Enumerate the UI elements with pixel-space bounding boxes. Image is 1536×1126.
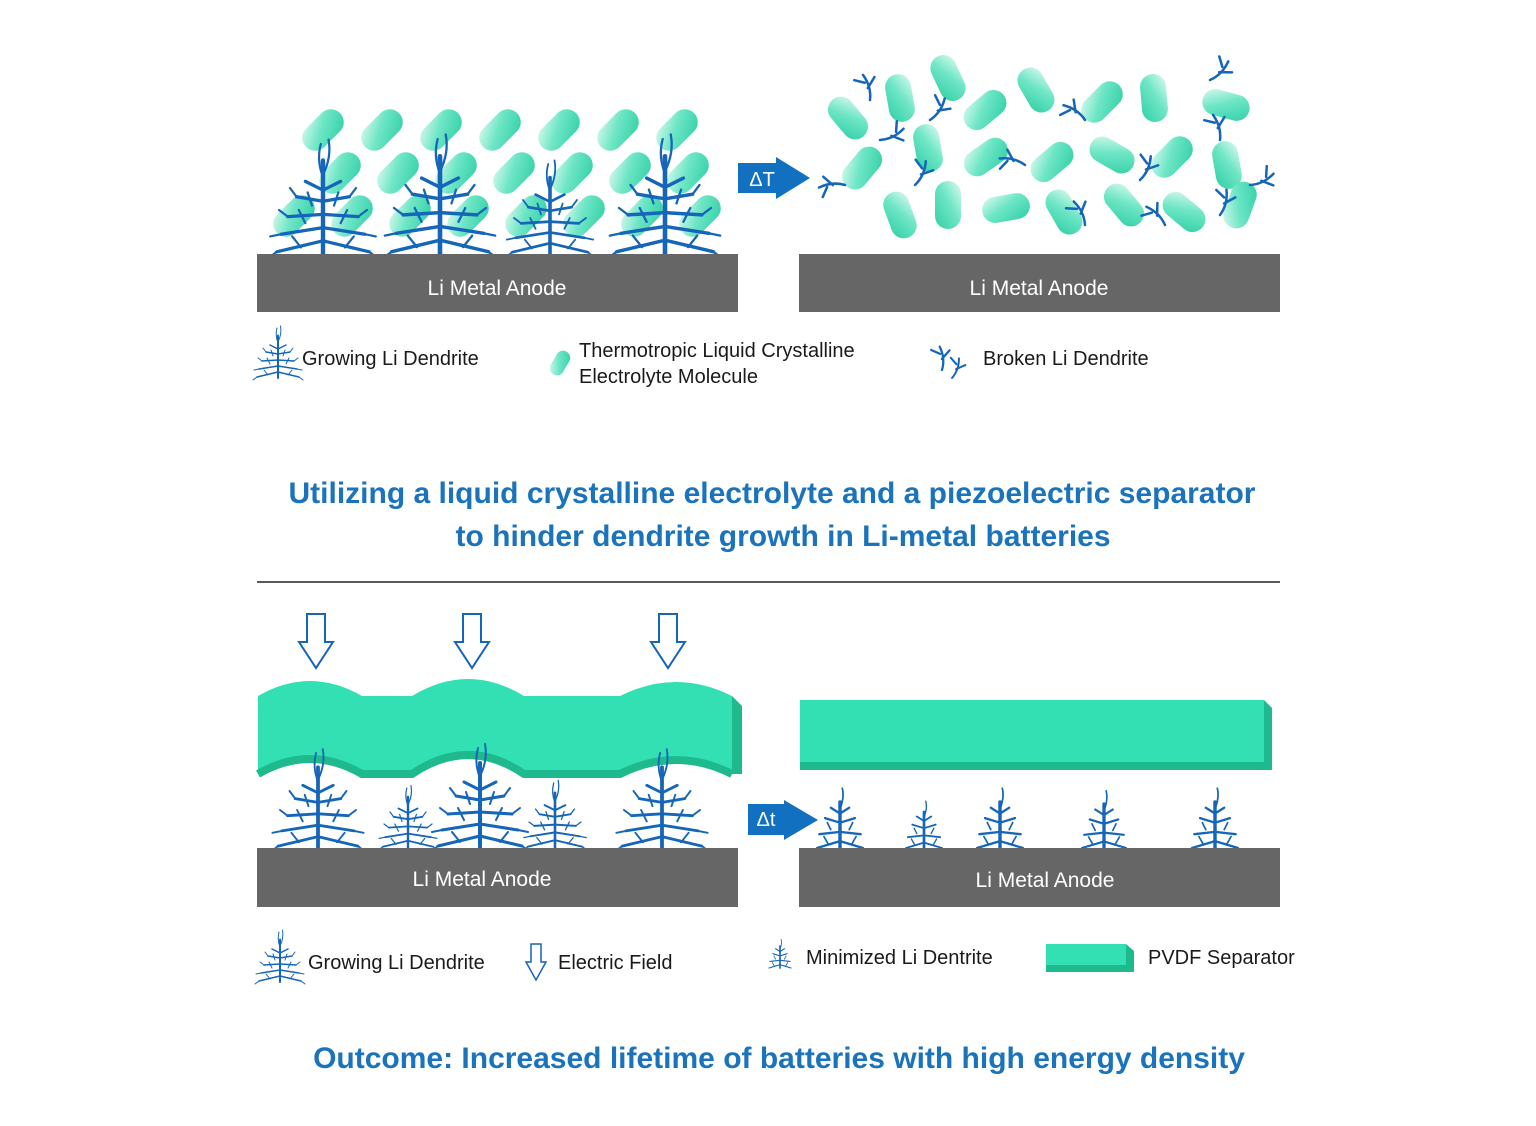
- broken-dendrite-legend-icon: [929, 343, 968, 382]
- anode-label-bottom-left: Li Metal Anode: [413, 868, 552, 891]
- li-metal-anode-bottom-right: [799, 848, 1280, 907]
- growing-dendrite-legend-icon: [252, 325, 304, 381]
- delta-T-label: ΔT: [749, 169, 775, 191]
- outcome-statement: Outcome: Increased lifetime of batteries…: [313, 1042, 1245, 1075]
- liquid-crystal-molecules-aligned: [267, 103, 727, 243]
- minimized-dendrite-legend-icon: [768, 938, 792, 969]
- top-right-scene: Li Metal Anode: [799, 50, 1280, 312]
- bottom-right-scene: Li Metal Anode: [799, 700, 1280, 907]
- piezoelectric-separator-flat: [800, 700, 1272, 770]
- li-metal-anode-top-left: [257, 254, 738, 312]
- legend-growing-dendrite-label: Growing Li Dendrite: [302, 348, 479, 370]
- growing-dendrite-legend-icon: [254, 929, 306, 985]
- anode-label-bottom-right: Li Metal Anode: [976, 869, 1115, 892]
- separator-legend-icon: [1046, 944, 1134, 972]
- li-metal-anode-top-right: [799, 254, 1280, 312]
- legend-growing-dendrite-label-bottom: Growing Li Dendrite: [308, 952, 485, 974]
- electric-field-legend-icon: [524, 943, 548, 982]
- top-left-scene: Li Metal Anode: [257, 103, 738, 312]
- electric-field-arrow: [298, 613, 334, 669]
- top-legend: Growing Li Dendrite Thermotropic Liquid …: [252, 325, 1149, 388]
- delta-t-arrow: ΔT: [738, 157, 810, 199]
- electric-field-arrow: [454, 613, 490, 669]
- electric-field-arrow: [650, 613, 686, 669]
- bottom-legend: Growing Li Dendrite Electric Field Minim…: [254, 929, 1295, 985]
- minimized-dendrites: [815, 786, 1240, 850]
- legend-broken-dendrite-label: Broken Li Dendrite: [983, 348, 1149, 370]
- headline-line-1: Utilizing a liquid crystalline electroly…: [289, 477, 1256, 510]
- growing-dendrites-top: [268, 134, 723, 258]
- headline-line-2: to hinder dendrite growth in Li-metal ba…: [455, 520, 1110, 553]
- anode-label-top-right: Li Metal Anode: [970, 277, 1109, 300]
- liquid-crystal-molecules-disordered: [822, 50, 1261, 242]
- bottom-left-scene: Li Metal Anode: [256, 613, 742, 907]
- legend-electric-field-label: Electric Field: [558, 952, 672, 974]
- li-metal-anode-bottom-left: [257, 848, 738, 907]
- legend-minimized-dendrite-label: Minimized Li Dentrite: [806, 947, 993, 969]
- delta-t-label: Δt: [757, 809, 776, 831]
- delta-t-small-arrow: Δt: [748, 800, 818, 840]
- anode-label-top-left: Li Metal Anode: [428, 277, 567, 300]
- legend-molecule-label-line1: Thermotropic Liquid Crystalline: [579, 340, 855, 362]
- molecule-legend-icon: [547, 347, 573, 379]
- piezoelectric-separator-deformed: [256, 679, 742, 778]
- legend-molecule-label-line2: Electrolyte Molecule: [579, 366, 758, 388]
- legend-separator-label: PVDF Separator: [1148, 947, 1295, 969]
- electric-field-arrows: [298, 613, 686, 669]
